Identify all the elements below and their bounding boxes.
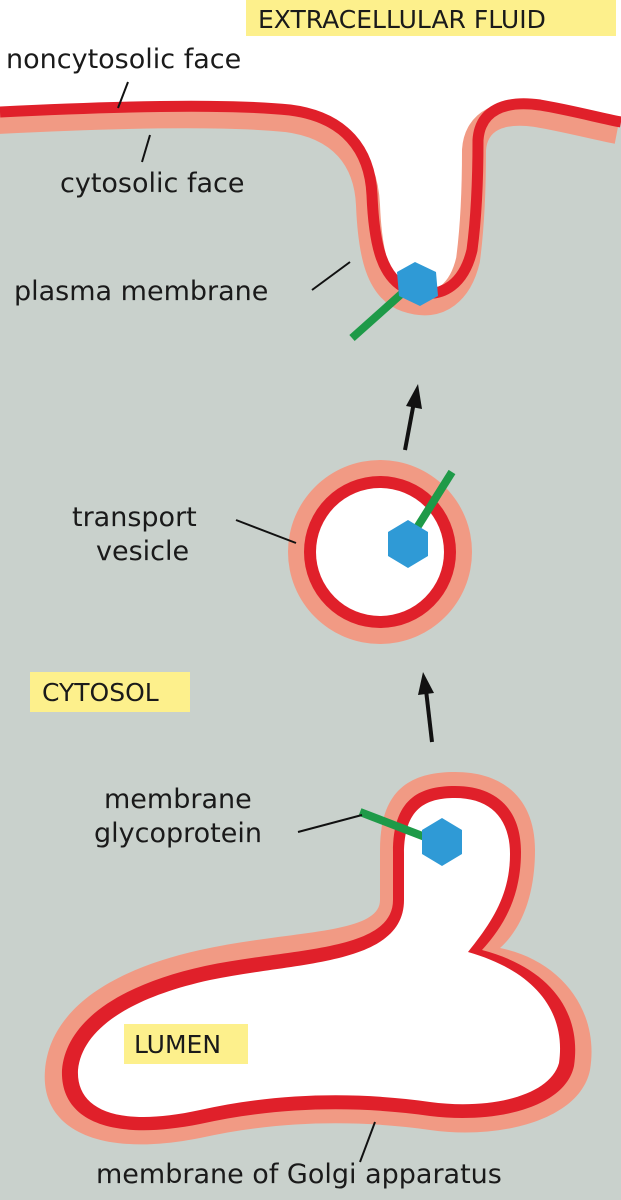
leader-membrane-glycoprotein [297, 814, 363, 833]
cytosolic-face-label: cytosolic face [60, 168, 244, 199]
lumen-tag-bg [124, 1024, 248, 1064]
golgi-glycoprotein-hexagon [422, 818, 462, 866]
leader-noncytosolic-face [117, 81, 129, 109]
extracellular-fluid-label: EXTRACELLULAR FLUID [258, 5, 546, 34]
plasma-membrane-label: plasma membrane [14, 276, 268, 307]
leader-plasma-membrane [311, 261, 351, 291]
golgi-membrane-label: membrane of Golgi apparatus [96, 1159, 502, 1190]
plasma-membrane-cytosolic-layer [0, 101, 620, 316]
transport-vesicle-label-line1: transport [72, 502, 197, 533]
leader-transport-vesicle [235, 519, 297, 544]
plasma-membrane-glycoprotein-hexagon [397, 262, 438, 306]
membrane-glycoprotein-label-line1: membrane [104, 784, 252, 815]
leader-cytosolic-face [141, 134, 151, 163]
transport-vesicle-lumen [316, 488, 444, 616]
extracellular-fluid-tag-bg [246, 0, 616, 36]
cytosol-tag-bg [30, 672, 190, 712]
arrow-golgi-to-vesicle [418, 672, 434, 743]
leader-golgi-membrane [359, 1121, 376, 1163]
cytosol-label: CYTOSOL [42, 678, 159, 707]
membrane-glycoprotein-label-line2: glycoprotein [94, 818, 262, 849]
vesicle-glycoprotein-hexagon [388, 520, 428, 568]
transport-vesicle-label-line2: vesicle [96, 536, 189, 567]
lumen-label: LUMEN [134, 1030, 221, 1059]
plasma-membrane-protein-stalk [349, 285, 411, 341]
noncytosolic-face-label: noncytosolic face [6, 44, 241, 75]
arrow-vesicle-to-plasma-membrane [403, 384, 422, 451]
